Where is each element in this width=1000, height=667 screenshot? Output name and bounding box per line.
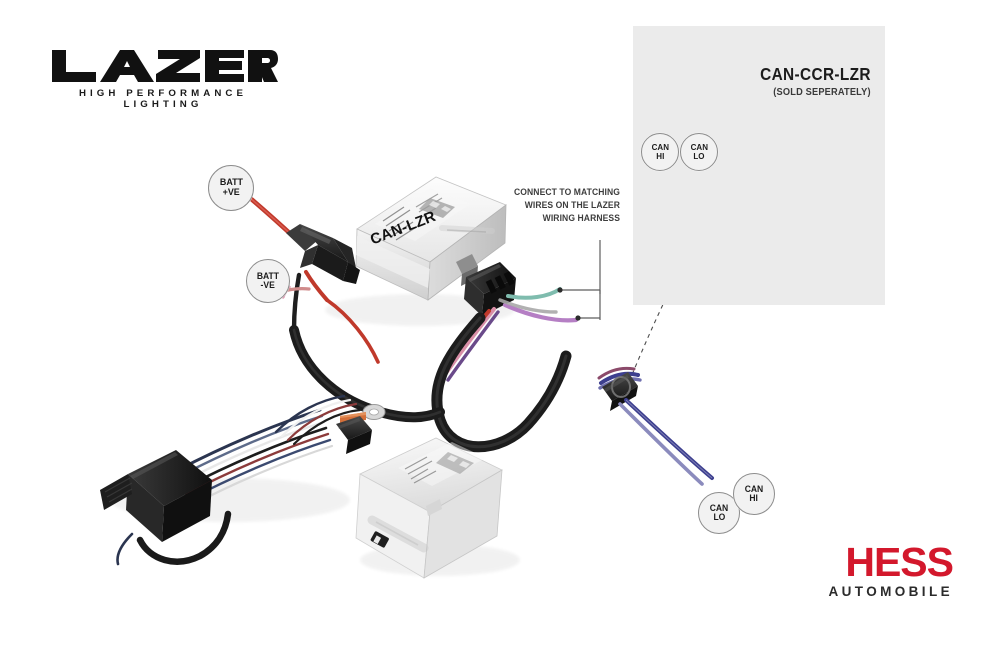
leader-dot-teal xyxy=(557,287,563,293)
harness-main-connector xyxy=(100,450,232,566)
callout-batt-negative: BATT -VE xyxy=(246,259,290,303)
callout-inset-can-lo: CAN LO xyxy=(680,133,718,171)
instruction-leader-lines xyxy=(560,240,601,320)
hess-wordmark: HESS xyxy=(845,539,954,585)
hess-subtitle: AUTOMOBILE xyxy=(828,583,953,599)
callout-line2: +VE xyxy=(222,187,240,198)
inset-panel-title: CAN-CCR-LZR xyxy=(760,64,871,84)
lazer-tagline: HIGH PERFORMANCE LIGHTING xyxy=(78,88,248,110)
wire-can-lo xyxy=(618,402,704,486)
secondary-module-label xyxy=(398,442,486,486)
leader-dot-violet xyxy=(575,315,581,321)
harness-sleeve xyxy=(431,312,572,453)
can-splice-connector xyxy=(597,366,642,411)
callout-line2: LO xyxy=(693,151,705,161)
wiring-harness-bundle xyxy=(100,394,386,566)
secondary-module-emboss xyxy=(367,515,429,553)
instruction-line-1: CONNECT TO MATCHING xyxy=(514,187,620,197)
wire-can-hi xyxy=(624,398,714,480)
inset-panel-subtitle: (SOLD SEPERATELY) xyxy=(773,86,871,98)
callout-line2: HI xyxy=(749,493,759,503)
main-connector xyxy=(464,262,516,316)
wire-violet xyxy=(502,302,579,323)
callout-line1: CAN xyxy=(651,142,669,153)
callout-inset-can-hi: CAN HI xyxy=(641,133,679,171)
instruction-line-2: WIRES ON THE LAZER xyxy=(524,200,620,211)
callout-line1: BATT xyxy=(219,177,243,189)
harness-small-connector xyxy=(336,416,372,454)
callout-line2: HI xyxy=(656,151,664,161)
module-label-print xyxy=(375,188,495,241)
callout-line2: LO xyxy=(713,512,725,522)
hess-logo: HESS AUTOMOBILE xyxy=(803,539,955,599)
callout-line1: CAN xyxy=(744,483,764,494)
callout-line1: CAN xyxy=(690,142,708,153)
inset-panel: CAN-CCR-LZR (SOLD SEPERATELY) xyxy=(633,26,885,305)
callout-line2: -VE xyxy=(260,280,276,290)
instruction-line-3: WIRING HARNESS xyxy=(542,213,620,224)
wire-teal xyxy=(506,287,562,300)
callout-can-hi: CAN HI xyxy=(733,473,775,515)
lazer-logo: HIGH PERFORMANCE LIGHTING xyxy=(48,44,278,110)
callout-line1: CAN xyxy=(709,502,729,513)
callout-batt-positive: BATT +VE xyxy=(208,165,254,211)
callout-line1: BATT xyxy=(256,270,280,281)
secondary-module xyxy=(355,437,503,579)
instruction-text: CONNECT TO MATCHING WIRES ON THE LAZER W… xyxy=(508,186,620,226)
lazer-wordmark xyxy=(52,50,278,82)
